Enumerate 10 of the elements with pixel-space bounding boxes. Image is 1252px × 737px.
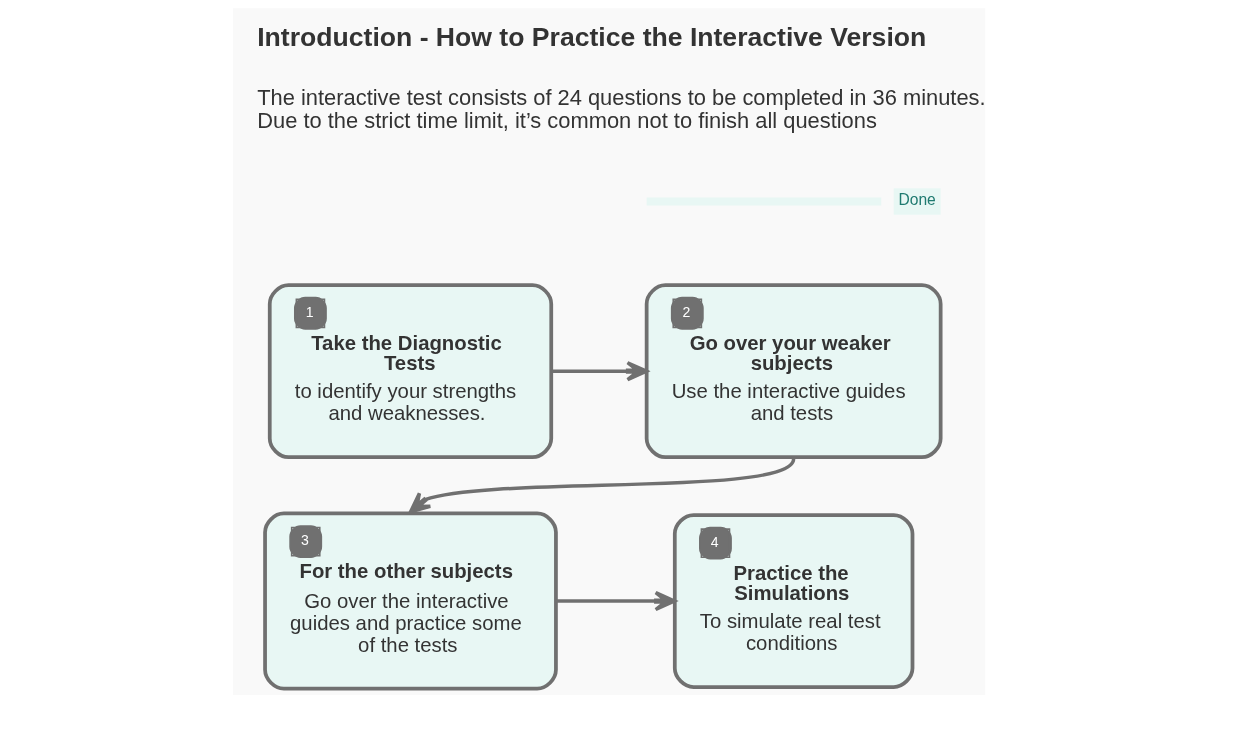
node-box: 2 Go over your weaker subjects Use the interactive guides and tests [644, 283, 943, 460]
node-box: 4 Practice the Simulations To simulate real test conditions [672, 513, 915, 689]
label: Done [898, 191, 936, 209]
arrow [551, 361, 649, 382]
node-box: 1 Take the Diagnostic Tests to identify your strengths and weaknesses. [267, 283, 554, 460]
diagram-title: Introduction - How to Practice the Interactive Version [257, 22, 927, 53]
arrow [556, 590, 677, 612]
node-box: 3 For the other subjects Go over the interactive guides and practice some of the tests [263, 511, 558, 691]
arrow [408, 457, 796, 514]
caption: The interactive test consists of 24 questions to be completed in 36 minutes. Due to the strict time limit, it’s common not to finish all questions [257, 84, 986, 134]
